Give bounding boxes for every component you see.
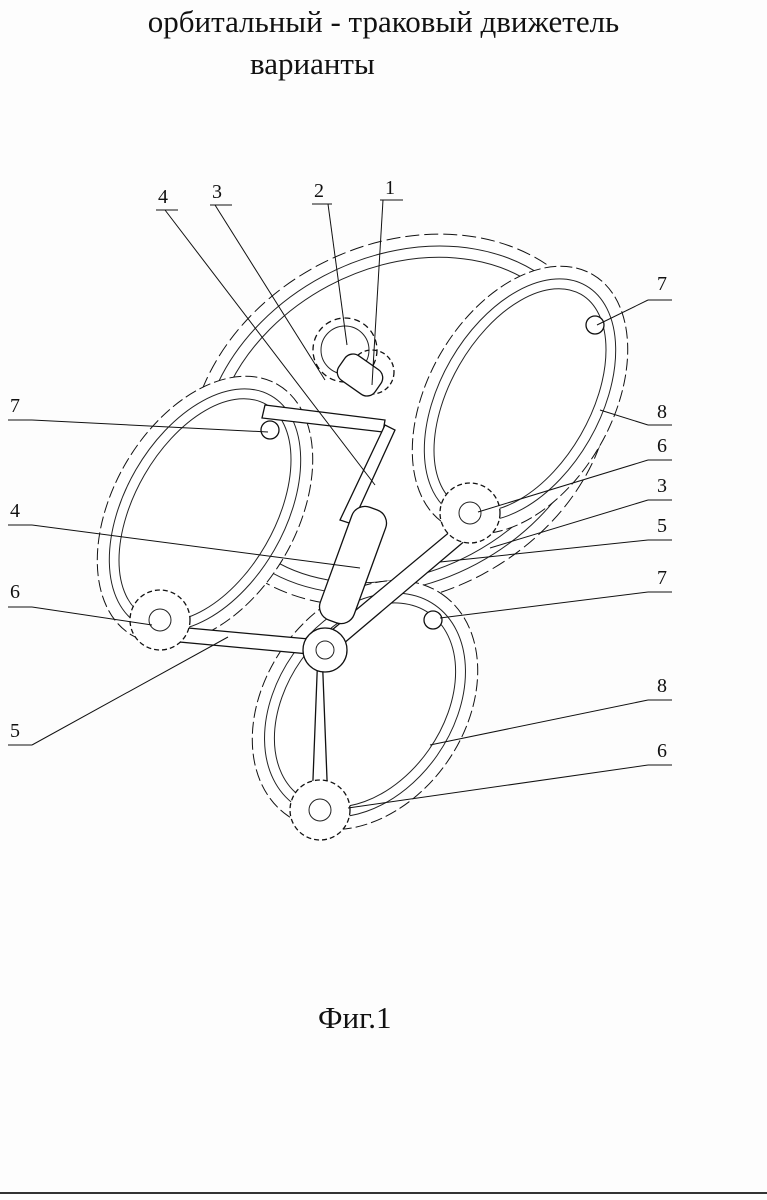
label-6-lower: 6: [657, 740, 667, 762]
rollers: [129, 482, 501, 841]
label-4-left: 4: [10, 500, 20, 522]
label-1: 1: [385, 177, 395, 199]
label-6-right: 6: [657, 435, 667, 457]
label-8-lower: 8: [657, 675, 667, 697]
figure-caption: Фиг.1: [318, 1000, 392, 1035]
label-7-right-mid: 7: [657, 567, 667, 589]
label-4-top: 4: [158, 186, 168, 208]
label-8-upper: 8: [657, 401, 667, 423]
label-2: 2: [314, 180, 324, 202]
label-3-top: 3: [212, 181, 222, 203]
drawing-title: орбитальный - траковый движетель вариант…: [0, 2, 767, 81]
label-6-left: 6: [10, 581, 20, 603]
idlers: [260, 315, 605, 630]
title-line-1: орбитальный - траковый движетель: [147, 4, 620, 39]
label-5-right: 5: [657, 515, 667, 537]
drive-gear: [312, 317, 395, 397]
bottom-rule: [0, 1192, 767, 1194]
label-7-right-top: 7: [657, 273, 667, 295]
annotations: 1 2 3 4 7 7 4 6 3 5: [8, 177, 672, 809]
label-5-left: 5: [10, 720, 20, 742]
label-7-left: 7: [10, 395, 20, 417]
label-3-right: 3: [657, 475, 667, 497]
title-line-2: варианты: [250, 46, 375, 81]
